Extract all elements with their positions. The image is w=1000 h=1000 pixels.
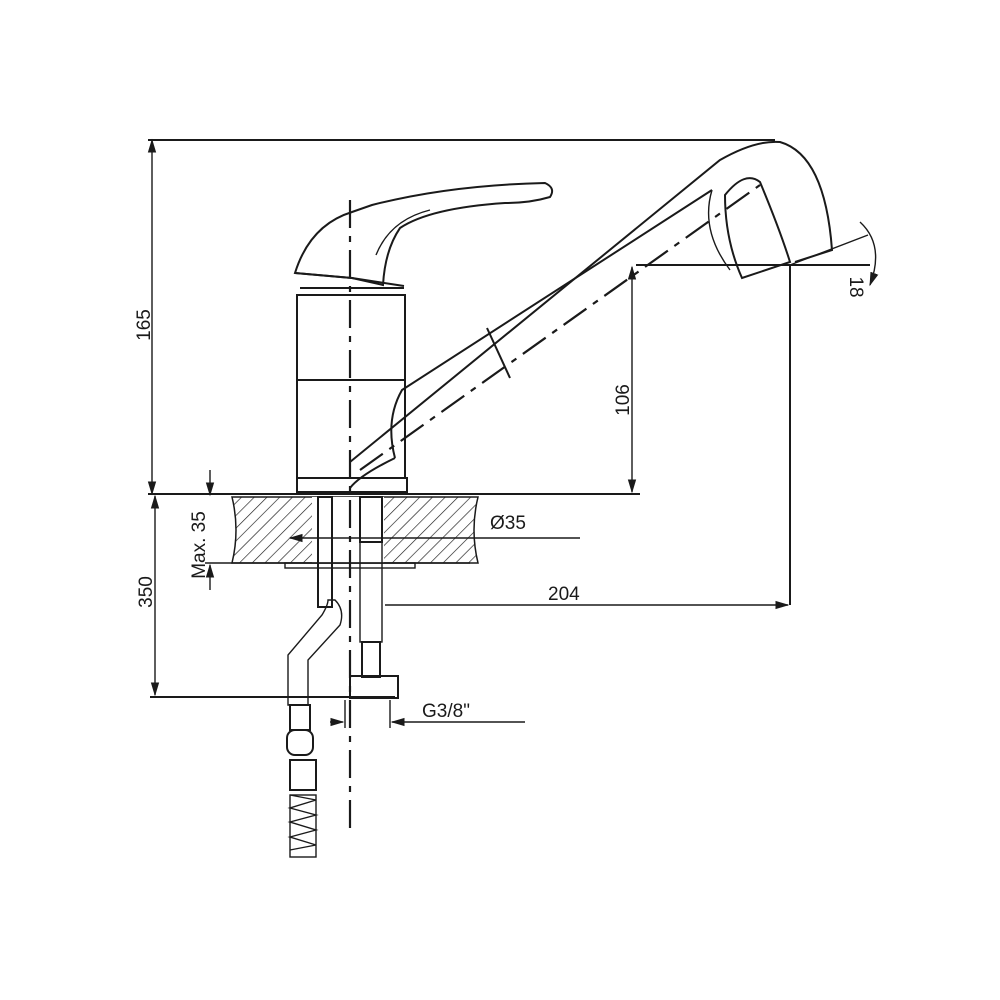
dim-hole-diameter: Ø35 (490, 513, 526, 534)
dim-spout-reach: 204 (548, 584, 580, 605)
hoses-and-fittings (286, 496, 399, 858)
dim-connection-thread: G3/8" (422, 701, 470, 722)
dim-spout-angle: 18 (845, 276, 866, 297)
dimension-lines (147, 138, 879, 728)
spout (349, 140, 834, 489)
dim-height-total: 165 (134, 309, 155, 341)
dim-max-thickness: Max. 35 (189, 511, 210, 579)
dim-hose-length: 350 (136, 576, 157, 608)
lever-handle (293, 181, 554, 287)
faucet-body (296, 287, 408, 493)
dim-spout-height: 106 (613, 384, 634, 416)
countertop-section (231, 496, 479, 569)
spout-centerline (359, 184, 761, 471)
